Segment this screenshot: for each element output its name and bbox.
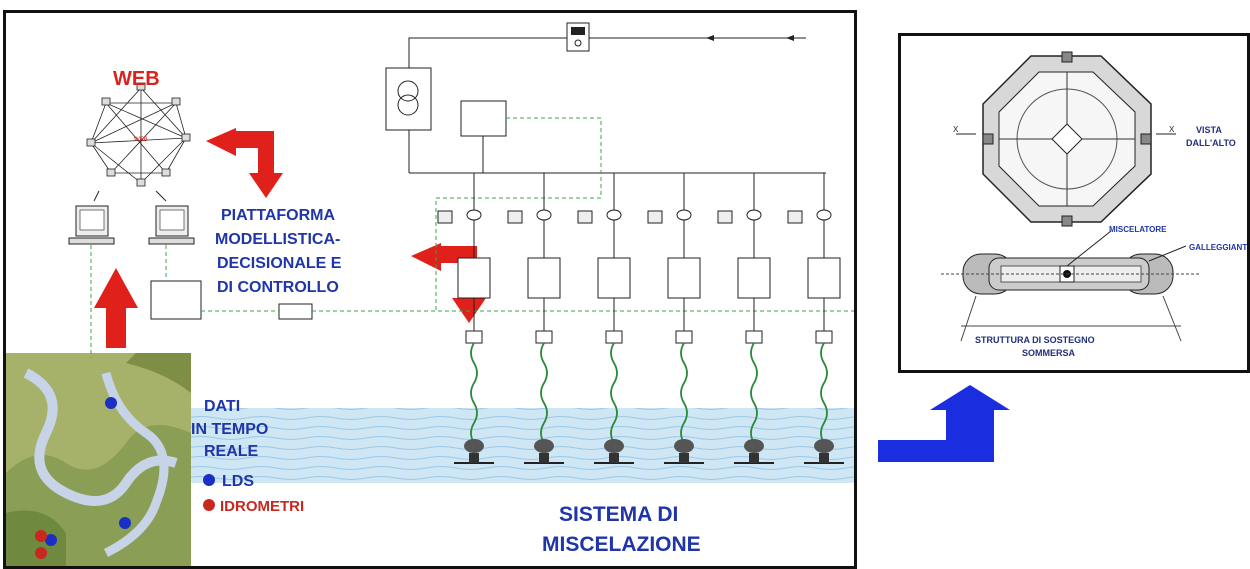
lds-dot [119,517,131,529]
water-band [186,408,854,483]
idrometri-dot [35,530,47,542]
legend-lds-label: LDS [222,473,254,490]
mixer-unit [717,173,774,464]
platform-label-line: MODELLISTICA- [215,231,340,248]
legend-idrometri-dot [203,499,215,511]
realtime-label-line: DATI [204,398,240,415]
red-arrow-up [94,268,138,348]
computer-icon [148,205,195,245]
modem-box [278,303,313,320]
transformer-icon [385,67,432,131]
realtime-label-line: IN TEMPO [191,421,268,438]
platform-label-line: DI CONTROLLO [217,279,339,296]
platform-label-line: DECISIONALE E [217,255,342,272]
mixer-columns [437,173,844,464]
structure-label-line: SOMMERSA [1022,348,1076,358]
system-label-line: SISTEMA DI [559,503,678,526]
realtime-label-line: REALE [204,443,259,460]
view-x-label: X [1169,125,1175,134]
top-view-label-line: VISTA [1196,125,1222,135]
main-diagram: WEB WEB [6,22,854,566]
mixer-unit [787,173,844,464]
network-icon [90,87,187,184]
lds-dot [45,534,57,546]
web-node-label: WEB [134,137,148,143]
mixer-label: MISCELATORE [1109,225,1167,234]
panel-box [460,100,507,137]
computer-icon [68,205,115,245]
view-x-label: X [953,125,959,134]
side-diagram: X X VISTA DALL'ALTO MISCELATORE GALLEGGI… [941,51,1247,358]
mixer-unit [437,173,494,464]
platform-label-line: PIATTAFORMA [221,207,336,224]
control-box [150,280,202,320]
blue-arrow [878,385,1010,462]
system-label-line: MISCELAZIONE [542,533,701,556]
mixer-unit [577,173,634,464]
float-label: GALLEGGIANTE [1189,243,1247,252]
side-diagram-frame: X X VISTA DALL'ALTO MISCELATORE GALLEGGI… [898,33,1250,373]
structure-label-line: STRUTTURA DI SOSTEGNO [975,335,1095,345]
idrometri-dot [35,547,47,559]
mixer-unit [647,173,704,464]
red-arrow-curve [206,128,283,198]
map-image [6,353,191,566]
main-diagram-frame: WEB WEB [3,10,857,569]
legend-idrometri-label: IDROMETRI [220,498,304,515]
web-title: WEB [113,68,160,90]
top-view-structure [982,51,1152,227]
mixer-unit [507,173,564,464]
legend-lds-dot [203,474,215,486]
top-view-label-line: DALL'ALTO [1186,138,1236,148]
lds-dot [105,397,117,409]
